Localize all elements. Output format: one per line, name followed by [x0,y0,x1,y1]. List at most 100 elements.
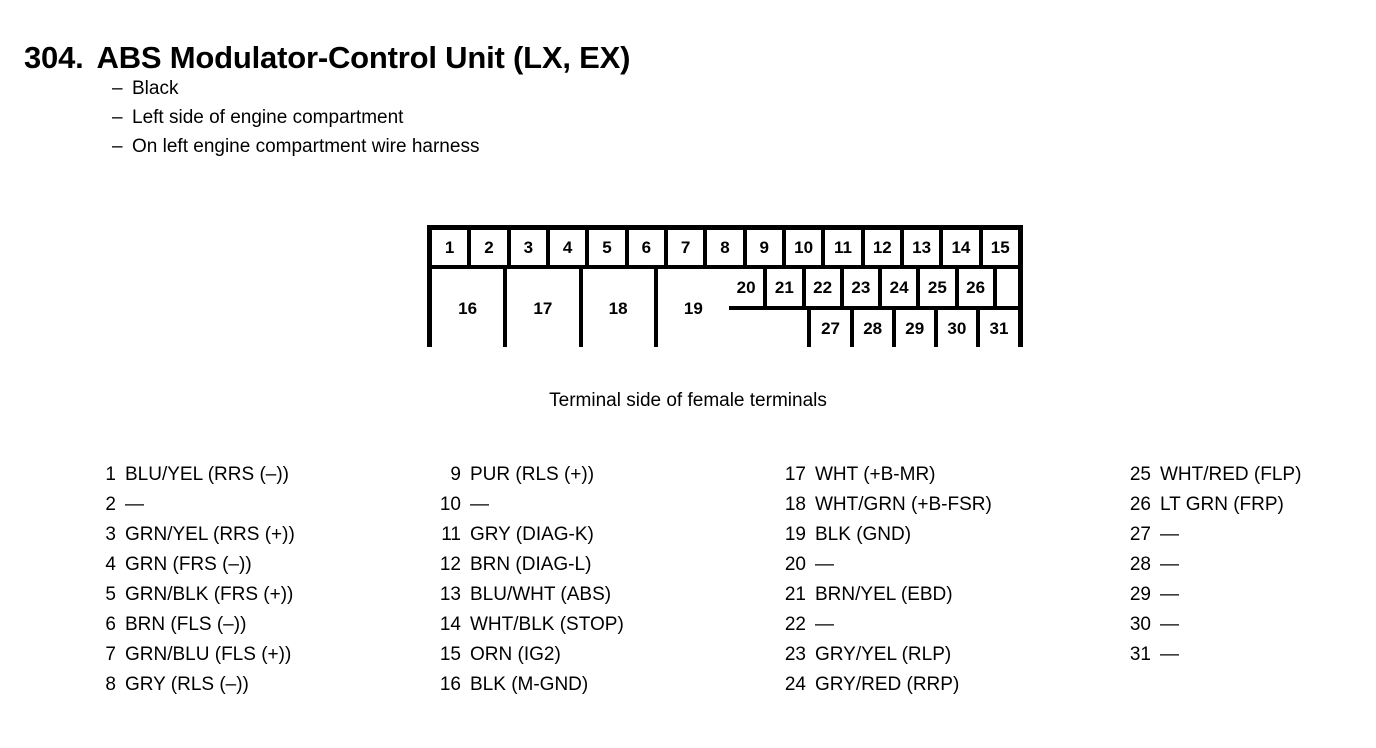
legend-pin-description: — [125,494,144,515]
legend-pin-number: 22 [784,614,806,635]
connector-blank-cell [729,310,808,347]
legend-pin-number: 10 [439,494,461,515]
legend-row: 29 — [1123,584,1301,614]
legend-pin-number: 19 [784,524,806,545]
connector-pin-24: 24 [882,269,917,306]
connector-pin-10: 10 [785,230,822,265]
spec-dash-marker: – [112,136,123,157]
legend-pin-description: GRN/BLK (FRS (+)) [125,584,294,605]
legend-row: 13 BLU/WHT (ABS) [433,584,624,614]
legend-pin-number: 13 [439,584,461,605]
connector-pin-19: 19 [657,269,729,347]
spec-dash-marker: – [112,78,123,99]
legend-pin-number: 9 [450,464,461,485]
legend-pin-description: WHT/RED (FLP) [1160,464,1302,485]
connector-pin-16: 16 [432,269,504,347]
legend-pin-description: — [815,614,834,635]
connector-blank-cell [996,269,1018,306]
legend-pin-description: BLU/WHT (ABS) [470,584,612,605]
legend-pin-number: 28 [1129,554,1151,575]
legend-pin-description: — [1160,584,1179,605]
legend-pin-number: 29 [1129,584,1151,605]
connector-pin-6: 6 [628,230,664,265]
legend-pin-description: GRN/BLU (FLS (+)) [125,644,292,665]
spec-list-item: –On left engine compartment wire harness [112,132,479,161]
spec-list: –Black–Left side of engine compartment–O… [112,74,479,161]
legend-pin-number: 14 [439,614,461,635]
legend-pin-description: GRY (DIAG-K) [470,524,594,545]
legend-row: 20 — [778,554,992,584]
legend-row: 9 PUR (RLS (+)) [433,464,624,494]
legend-pin-description: BLK (GND) [815,524,912,545]
connector-pin-27: 27 [811,310,850,347]
legend-pin-description: BLU/YEL (RRS (–)) [125,464,289,485]
connector-pin-26: 26 [958,269,993,306]
connector-pin-31: 31 [979,310,1019,347]
legend-pin-description: GRN (FRS (–)) [125,554,252,575]
connector-pin-2: 2 [471,230,507,265]
legend-pin-description: — [1160,554,1179,575]
legend-pin-description: WHT/GRN (+B-FSR) [815,494,992,515]
legend-pin-description: — [815,554,834,575]
legend-row: 8 GRY (RLS (–)) [88,674,295,704]
connector-pin-21: 21 [767,269,802,306]
legend-pin-number: 5 [105,584,116,605]
legend-pin-number: 1 [105,464,116,485]
legend-pin-description: — [470,494,489,515]
legend-pin-number: 16 [439,674,461,695]
page-title-text: ABS Modulator-Control Unit (LX, EX) [96,39,631,75]
spec-item-text: On left engine compartment wire harness [132,136,480,157]
connector-pin-1: 1 [432,230,468,265]
connector-pin-3: 3 [510,230,546,265]
legend-pin-number: 15 [439,644,461,665]
connector-pin-25: 25 [920,269,955,306]
legend-pin-number: 26 [1129,494,1151,515]
legend-row: 1 BLU/YEL (RRS (–)) [88,464,295,494]
legend-row: 5 GRN/BLK (FRS (+)) [88,584,295,614]
legend-pin-number: 27 [1129,524,1151,545]
legend-pin-description: GRY (RLS (–)) [125,674,249,695]
connector-pin-13: 13 [903,230,940,265]
connector-pin-12: 12 [864,230,900,265]
legend-pin-number: 20 [784,554,806,575]
connector-pin-11: 11 [825,230,861,265]
connector-pin-20: 20 [729,269,764,306]
legend-row: 2— [88,494,295,524]
legend-row: 10 — [433,494,624,524]
legend-pin-number: 8 [105,674,116,695]
connector-pin-18: 18 [582,269,654,347]
legend-pin-number: 18 [784,494,806,515]
spec-item-text: Left side of engine compartment [132,107,404,128]
connector-pin-8: 8 [707,230,743,265]
legend-pin-description: GRY/YEL (RLP) [815,644,952,665]
legend-row: 27— [1123,524,1301,554]
legend-pin-description: PUR (RLS (+)) [470,464,595,485]
legend-pin-number: 24 [784,674,806,695]
connector-pin-9: 9 [746,230,782,265]
connector-pin-28: 28 [853,310,892,347]
legend-pin-number: 3 [105,524,116,545]
legend-pin-description: BRN (FLS (–)) [125,614,247,635]
spec-item-text: Black [132,78,179,99]
legend-pin-number: 17 [784,464,806,485]
